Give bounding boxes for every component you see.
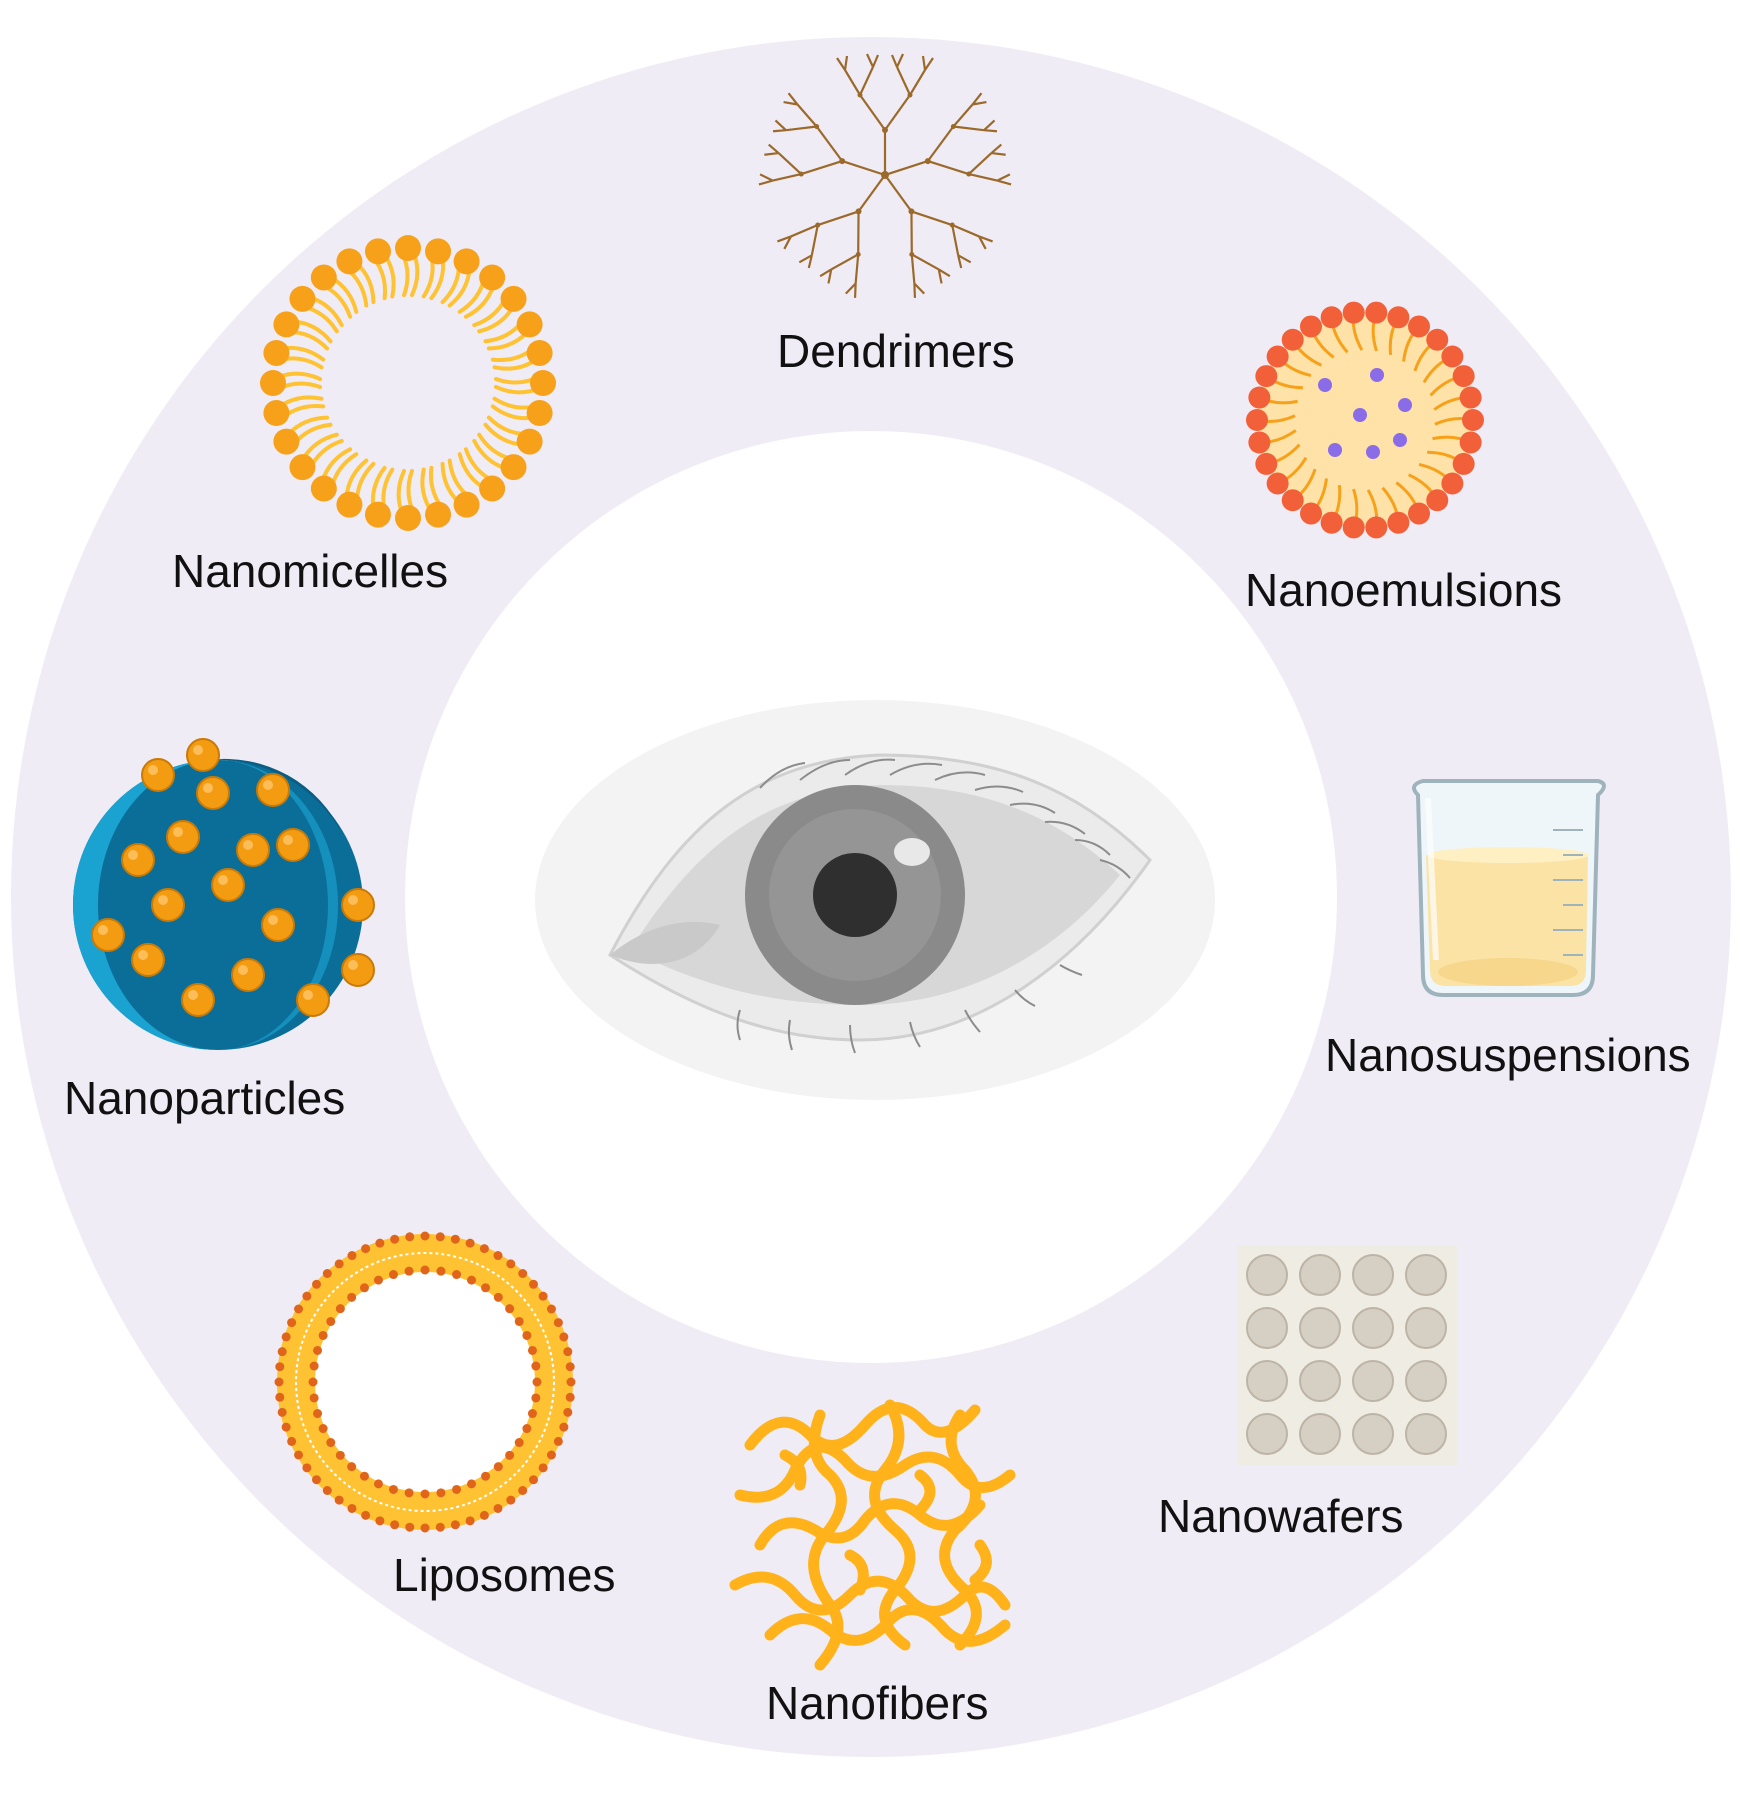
label-nanoparticles: Nanoparticles (64, 1072, 346, 1124)
wafer-grid-icon (1237, 1245, 1457, 1465)
label-liposomes: Liposomes (393, 1549, 616, 1601)
fiber-mesh-icon (729, 1399, 1016, 1671)
eye-icon (535, 700, 1215, 1100)
dendrimer-icon (753, 53, 1017, 303)
micelle-icon (260, 235, 556, 531)
liposome-icon (274, 1231, 576, 1533)
label-nanosuspensions: Nanosuspensions (1325, 1029, 1691, 1081)
nanoparticle-sphere-icon (73, 738, 375, 1050)
label-nanowafers: Nanowafers (1158, 1490, 1404, 1542)
label-nanoemulsions: Nanoemulsions (1245, 564, 1563, 616)
beaker-icon (1412, 779, 1606, 997)
label-nanomicelles: Nanomicelles (172, 545, 449, 597)
label-nanofibers: Nanofibers (766, 1677, 989, 1729)
label-dendrimers: Dendrimers (777, 325, 1015, 377)
nanoemulsion-icon (1246, 301, 1484, 539)
